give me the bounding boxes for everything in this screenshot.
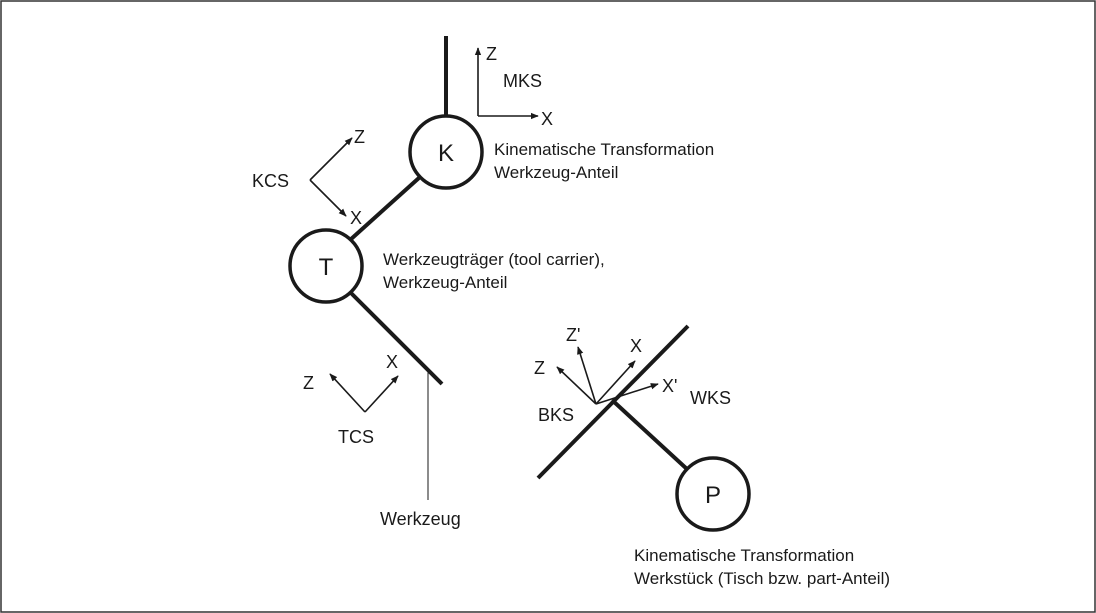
p-description-line2: Werkstück (Tisch bzw. part-Anteil) — [634, 569, 890, 588]
table-p-link-line — [610, 398, 690, 472]
tcs-z-arrow — [329, 373, 366, 413]
bks-x-prime-arrow — [595, 383, 659, 405]
mks-name-label: MKS — [503, 71, 542, 91]
k-description-line2: Werkzeug-Anteil — [494, 163, 618, 182]
node-k: K — [408, 114, 484, 190]
p-description-line1: Kinematische Transformation — [634, 546, 854, 565]
bks-z-prime-arrow — [577, 346, 597, 405]
mks-frame: Z MKS X — [474, 44, 553, 129]
workpiece-z-prime-label: Z' — [566, 325, 580, 345]
tool-label: Werkzeug — [380, 509, 461, 529]
tcs-x-arrow — [364, 375, 399, 413]
k-t-link-line — [348, 175, 422, 242]
workpiece-z-label: Z — [534, 358, 545, 378]
workpiece-frames: Z Z' X X' WKS BKS — [534, 325, 731, 425]
workpiece-x-label: X — [630, 336, 642, 356]
wks-label: WKS — [690, 388, 731, 408]
node-t-label: T — [319, 254, 334, 281]
tcs-frame: Z X TCS — [303, 352, 399, 447]
t-description-line1: Werkzeugträger (tool carrier), — [383, 250, 605, 269]
kcs-name-label: KCS — [252, 171, 289, 191]
mks-z-label: Z — [486, 44, 497, 64]
bks-x-arrow — [595, 360, 636, 405]
bks-z-arrow — [556, 366, 597, 405]
node-k-label: K — [438, 140, 454, 167]
mks-x-label: X — [541, 109, 553, 129]
kcs-z-label: Z — [354, 127, 365, 147]
tcs-x-label: X — [386, 352, 398, 372]
node-p-label: P — [705, 482, 721, 509]
tcs-z-label: Z — [303, 373, 314, 393]
kcs-frame: Z KCS X — [252, 127, 365, 228]
kcs-x-arrow — [309, 179, 347, 217]
workpiece-x-prime-label: X' — [662, 376, 677, 396]
bks-label: BKS — [538, 405, 574, 425]
t-description-line2: Werkzeug-Anteil — [383, 273, 507, 292]
k-description-line1: Kinematische Transformation — [494, 140, 714, 159]
node-t: T — [288, 228, 364, 304]
node-p: P — [675, 456, 751, 532]
tcs-name-label: TCS — [338, 427, 374, 447]
kcs-z-arrow — [309, 137, 353, 181]
kcs-x-label: X — [350, 208, 362, 228]
tool-line — [348, 290, 444, 386]
